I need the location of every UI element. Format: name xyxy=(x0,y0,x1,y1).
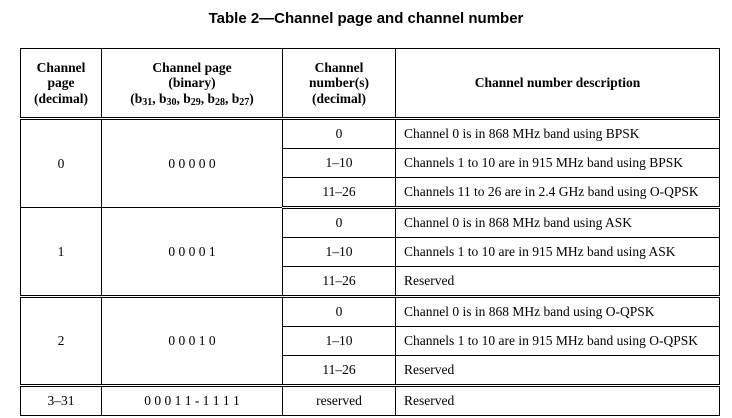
binary-cell: 0 0 0 1 1 - 1 1 1 1 xyxy=(101,385,283,416)
table-row: 0 0 0 0 0 0 0 Channel 0 is in 868 MHz ba… xyxy=(20,118,720,208)
channel-numbers-cell: 0 xyxy=(282,207,396,238)
channel-page-cell: 2 xyxy=(20,296,102,387)
channel-numbers-cell: 11–26 xyxy=(282,266,396,298)
description-cell: Channels 11 to 26 are in 2.4 GHz band us… xyxy=(395,177,720,209)
binary-cell: 0 0 0 0 0 xyxy=(101,118,283,208)
channel-numbers-cell: 1–10 xyxy=(282,237,396,267)
table-row: 11–26 Reserved xyxy=(21,266,720,298)
table-row: 1–10 Channels 1 to 10 are in 915 MHz ban… xyxy=(21,326,720,356)
header-line: (decimal) xyxy=(312,90,366,106)
bit-index: 31 xyxy=(142,96,153,108)
description-cell: Channels 1 to 10 are in 915 MHz band usi… xyxy=(395,148,720,178)
header-line: (decimal) xyxy=(34,90,88,106)
channel-numbers-cell: 11–26 xyxy=(282,177,396,209)
bit-index: 27 xyxy=(239,96,250,108)
table-row: 1–10 Channels 1 to 10 are in 915 MHz ban… xyxy=(21,148,720,178)
bit-index: 30 xyxy=(166,96,177,108)
header-channel-numbers: Channel number(s) (decimal) xyxy=(282,48,396,120)
header-line: page xyxy=(47,75,75,91)
channel-page-cell: 3–31 xyxy=(20,385,102,416)
bit-index: 29 xyxy=(190,96,201,108)
header-line: Channel xyxy=(314,59,364,75)
description-cell: Channel 0 is in 868 MHz band using BPSK xyxy=(395,118,720,149)
table-row: 3–31 0 0 0 1 1 - 1 1 1 1 reserved Reserv… xyxy=(20,385,720,416)
table-row: 11–26 Channels 11 to 26 are in 2.4 GHz b… xyxy=(21,177,720,209)
channel-numbers-cell: 1–10 xyxy=(282,148,396,178)
table-header-row: Channel page (decimal) Channel page (bin… xyxy=(20,48,720,120)
channel-page-cell: 0 xyxy=(20,118,102,208)
table-caption: Table 2—Channel page and channel number xyxy=(208,10,524,27)
description-cell: Channel 0 is in 868 MHz band using O-QPS… xyxy=(395,296,720,327)
channel-numbers-cell: reserved xyxy=(282,385,396,416)
description-cell: Channels 1 to 10 are in 915 MHz band usi… xyxy=(395,326,720,356)
description-cell: Channel 0 is in 868 MHz band using ASK xyxy=(395,207,720,238)
header-line: number(s) xyxy=(309,75,369,91)
header-channel-page-decimal: Channel page (decimal) xyxy=(20,48,102,120)
description-cell: Reserved xyxy=(395,385,720,416)
table-row: 2 0 0 0 1 0 0 Channel 0 is in 868 MHz ba… xyxy=(20,296,720,387)
binary-cell: 0 0 0 1 0 xyxy=(101,296,283,387)
description-cell: Reserved xyxy=(395,355,720,387)
binary-cell: 0 0 0 0 1 xyxy=(101,207,283,298)
bit-index: 28 xyxy=(215,96,226,108)
header-line: Channel xyxy=(36,59,86,75)
header-channel-page-binary: Channel page (binary) (b31, b30, b29, b2… xyxy=(101,48,283,120)
header-line: (binary) xyxy=(168,75,216,91)
channel-page-table: Channel page (decimal) Channel page (bin… xyxy=(20,48,720,416)
description-cell: Reserved xyxy=(395,266,720,298)
table-row: 1–10 Channels 1 to 10 are in 915 MHz ban… xyxy=(21,237,720,267)
channel-numbers-cell: 0 xyxy=(282,296,396,327)
table-row: 11–26 Reserved xyxy=(21,355,720,387)
channel-numbers-cell: 11–26 xyxy=(282,355,396,387)
channel-numbers-cell: 1–10 xyxy=(282,326,396,356)
header-line: Channel page xyxy=(152,59,232,75)
table-row: 1 0 0 0 0 1 0 Channel 0 is in 868 MHz ba… xyxy=(20,207,720,298)
header-description: Channel number description xyxy=(395,48,720,120)
description-cell: Channels 1 to 10 are in 915 MHz band usi… xyxy=(395,237,720,267)
channel-page-cell: 1 xyxy=(20,207,102,298)
channel-numbers-cell: 0 xyxy=(282,118,396,149)
header-bit-list: (b31, b30, b29, b28, b27) xyxy=(130,90,254,108)
